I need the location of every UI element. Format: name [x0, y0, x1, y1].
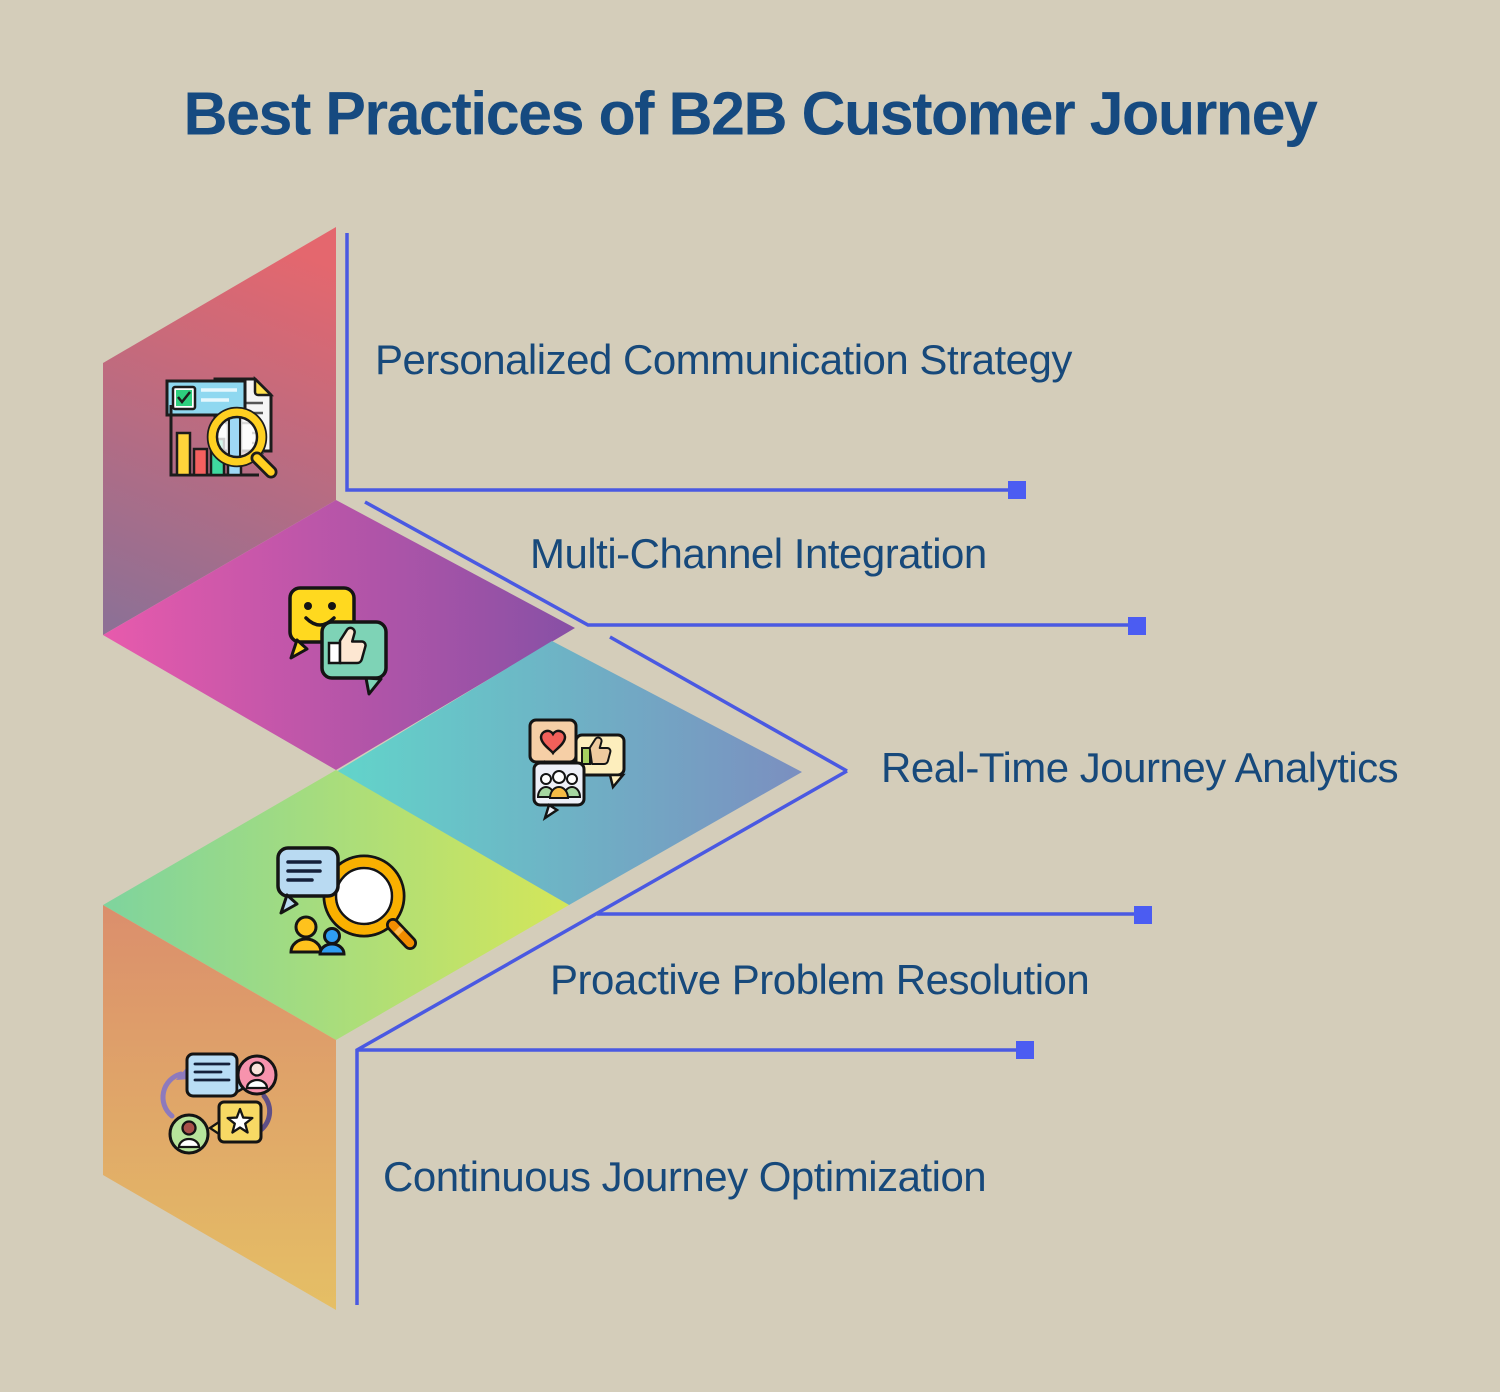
endpoint-square-5: [1016, 1041, 1034, 1059]
step-label-5: Continuous Journey Optimization: [383, 1153, 987, 1200]
endpoint-square-2: [1128, 617, 1146, 635]
step-label-4: Proactive Problem Resolution: [550, 956, 1090, 1003]
step-label-2: Multi-Channel Integration: [530, 530, 987, 577]
connector-3: [609, 635, 848, 773]
journey-cycle-icon: [160, 1052, 278, 1155]
page-title: Best Practices of B2B Customer Journey: [183, 79, 1318, 148]
connector-2: [364, 500, 1128, 627]
step-label-1: Personalized Communication Strategy: [375, 336, 1072, 383]
feedback-chat-icon: [288, 586, 388, 696]
endpoint-square-4: [1134, 906, 1152, 924]
research-magnifier-icon: [276, 846, 417, 956]
social-engagement-icon: [528, 718, 626, 821]
step-label-3: Real-Time Journey Analytics: [881, 744, 1399, 791]
connector-1: [345, 233, 1008, 492]
endpoint-square-1: [1008, 481, 1026, 499]
analytics-report-icon: [165, 375, 278, 479]
